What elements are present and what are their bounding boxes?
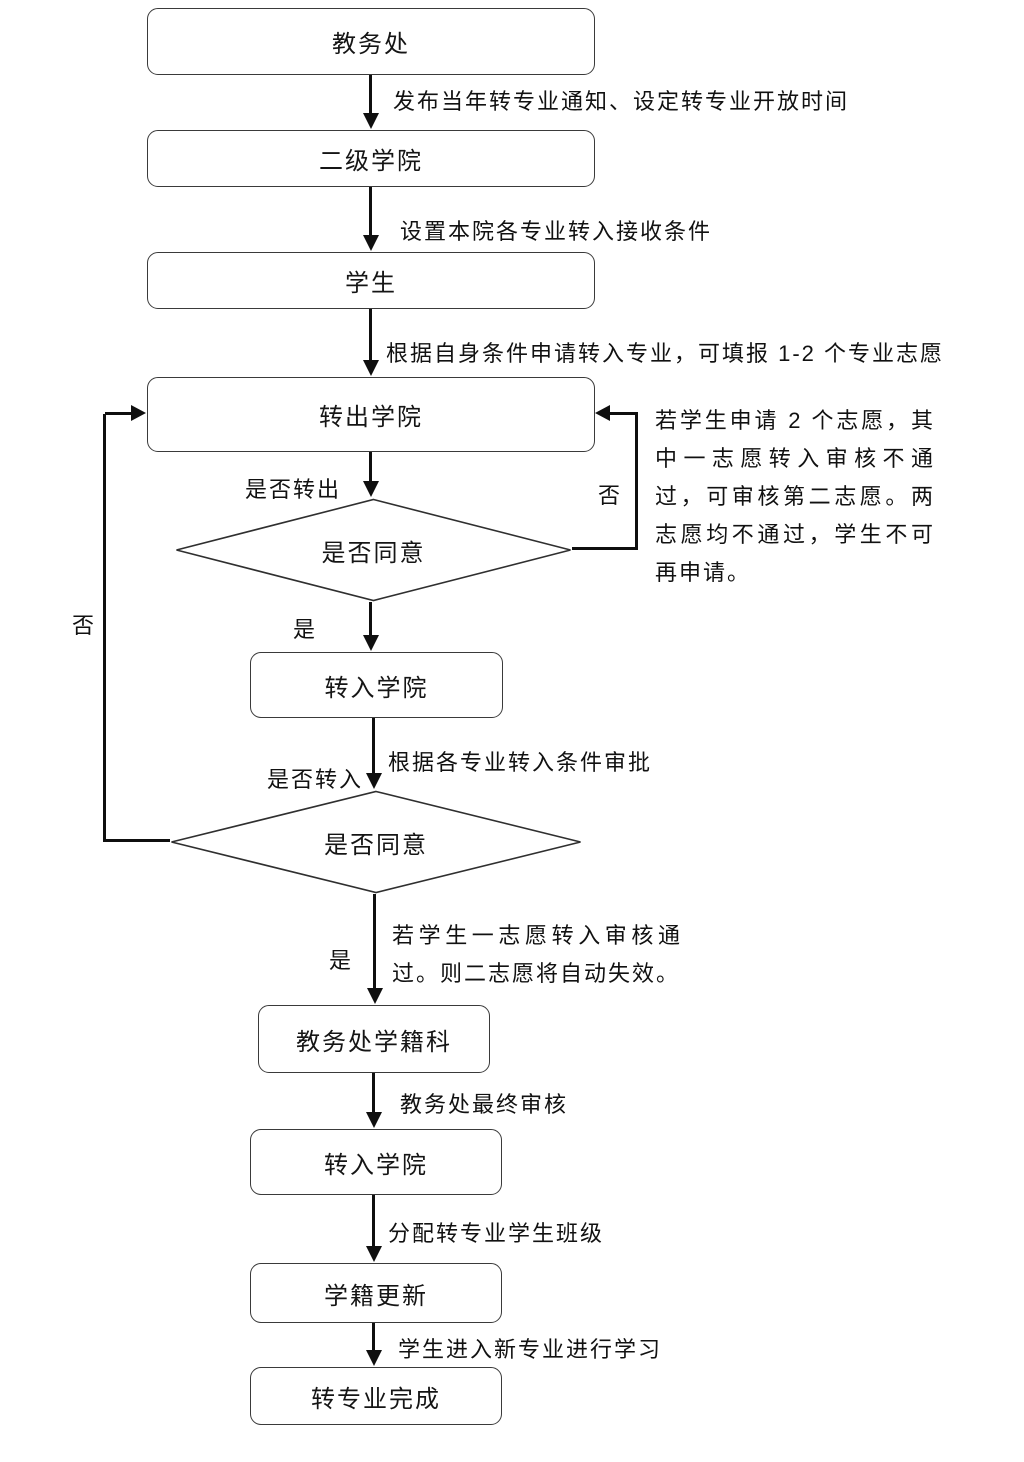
arrowhead-to-registrar-icon xyxy=(367,988,383,1004)
node-transfer-out-college: 转出学院 xyxy=(147,377,595,452)
edge-label-assign-class: 分配转专业学生班级 xyxy=(388,1221,605,1246)
loop-right-vertical-line xyxy=(635,412,638,550)
arrow-line-to-transfer-in xyxy=(369,602,372,637)
arrow-line-set-conditions xyxy=(369,187,372,237)
edge-label-no-right: 否 xyxy=(598,483,623,508)
node-status-update-label: 学籍更新 xyxy=(324,1282,428,1310)
node-registrar-section-label: 教务处学籍科 xyxy=(296,1028,452,1056)
edge-label-apply-major: 根据自身条件申请转入专业，可填报 1-2 个专业志愿 xyxy=(386,341,945,366)
arrowhead-assign-class-icon xyxy=(366,1246,382,1262)
decision-diamond-1-label: 是否同意 xyxy=(321,539,426,567)
arrowhead-to-transfer-in-icon xyxy=(363,635,379,651)
arrow-line-publish xyxy=(369,75,372,115)
loop-right-bottom-line xyxy=(572,547,638,550)
arrow-line-to-registrar xyxy=(373,894,376,990)
node-transfer-in-college-2: 转入学院 xyxy=(250,1129,502,1195)
node-transfer-complete-label: 转专业完成 xyxy=(311,1385,441,1413)
edge-label-yes-1: 是 xyxy=(293,617,318,642)
edge-label-final-review: 教务处最终审核 xyxy=(400,1092,569,1117)
note-first-choice-pass: 若学生一志愿转入审核通过。则二志愿将自动失效。 xyxy=(392,923,682,986)
edge-label-study-new-major: 学生进入新专业进行学习 xyxy=(398,1337,663,1362)
arrow-line-approve xyxy=(372,718,375,775)
arrow-line-final-review xyxy=(372,1073,375,1114)
edge-label-approve-by-conditions: 根据各专业转入条件审批 xyxy=(388,750,653,775)
arrow-line-transfer-out xyxy=(369,452,372,483)
edge-label-set-conditions: 设置本院各专业转入接收条件 xyxy=(400,219,713,244)
node-academic-affairs: 教务处 xyxy=(147,8,595,75)
loop-right-top-line xyxy=(608,412,638,415)
edge-label-no-left: 否 xyxy=(72,613,97,638)
node-status-update: 学籍更新 xyxy=(250,1263,502,1323)
node-transfer-in-college-2-label: 转入学院 xyxy=(324,1151,428,1179)
node-transfer-out-college-label: 转出学院 xyxy=(319,404,423,431)
arrowhead-apply-icon xyxy=(363,360,379,376)
decision-diamond-2-shape xyxy=(171,790,581,894)
node-registrar-section: 教务处学籍科 xyxy=(258,1005,490,1073)
arrowhead-transfer-out-icon xyxy=(363,481,379,497)
arrowhead-study-new-major-icon xyxy=(366,1350,382,1366)
arrowhead-set-conditions-icon xyxy=(363,235,379,251)
node-transfer-complete: 转专业完成 xyxy=(250,1367,502,1425)
node-transfer-in-college-1: 转入学院 xyxy=(250,652,503,718)
node-secondary-college: 二级学院 xyxy=(147,130,595,187)
arrow-line-study-new-major xyxy=(372,1323,375,1352)
arrowhead-publish-icon xyxy=(363,113,379,129)
node-student: 学生 xyxy=(147,252,595,309)
node-academic-affairs-label: 教务处 xyxy=(332,31,410,58)
arrowhead-loop-left-icon xyxy=(131,405,146,421)
node-student-label: 学生 xyxy=(345,270,397,297)
loop-left-vertical-line xyxy=(103,414,106,842)
decision-diamond-1-shape xyxy=(176,498,571,602)
decision-diamond-2-label: 是否同意 xyxy=(324,831,428,859)
edge-label-yes-2: 是 xyxy=(329,948,354,973)
node-transfer-in-college-1-label: 转入学院 xyxy=(324,674,429,702)
note-two-choices: 若学生申请 2 个志愿，其中一志愿转入审核不通过，可审核第二志愿。两志愿均不通过… xyxy=(655,408,935,585)
arrowhead-final-review-icon xyxy=(366,1112,382,1128)
loop-left-top-line xyxy=(105,412,133,415)
arrowhead-approve-icon xyxy=(366,773,382,789)
arrow-line-assign-class xyxy=(372,1195,375,1248)
edge-label-publish-notice: 发布当年转专业通知、设定转专业开放时间 xyxy=(393,89,850,114)
arrowhead-loop-right-icon xyxy=(595,405,610,421)
arrow-line-apply xyxy=(369,309,372,362)
edge-label-transfer-in-question: 是否转入 xyxy=(267,767,364,792)
loop-left-bottom-line xyxy=(105,839,170,842)
edge-label-transfer-out-question: 是否转出 xyxy=(245,477,342,502)
node-secondary-college-label: 二级学院 xyxy=(319,148,423,175)
